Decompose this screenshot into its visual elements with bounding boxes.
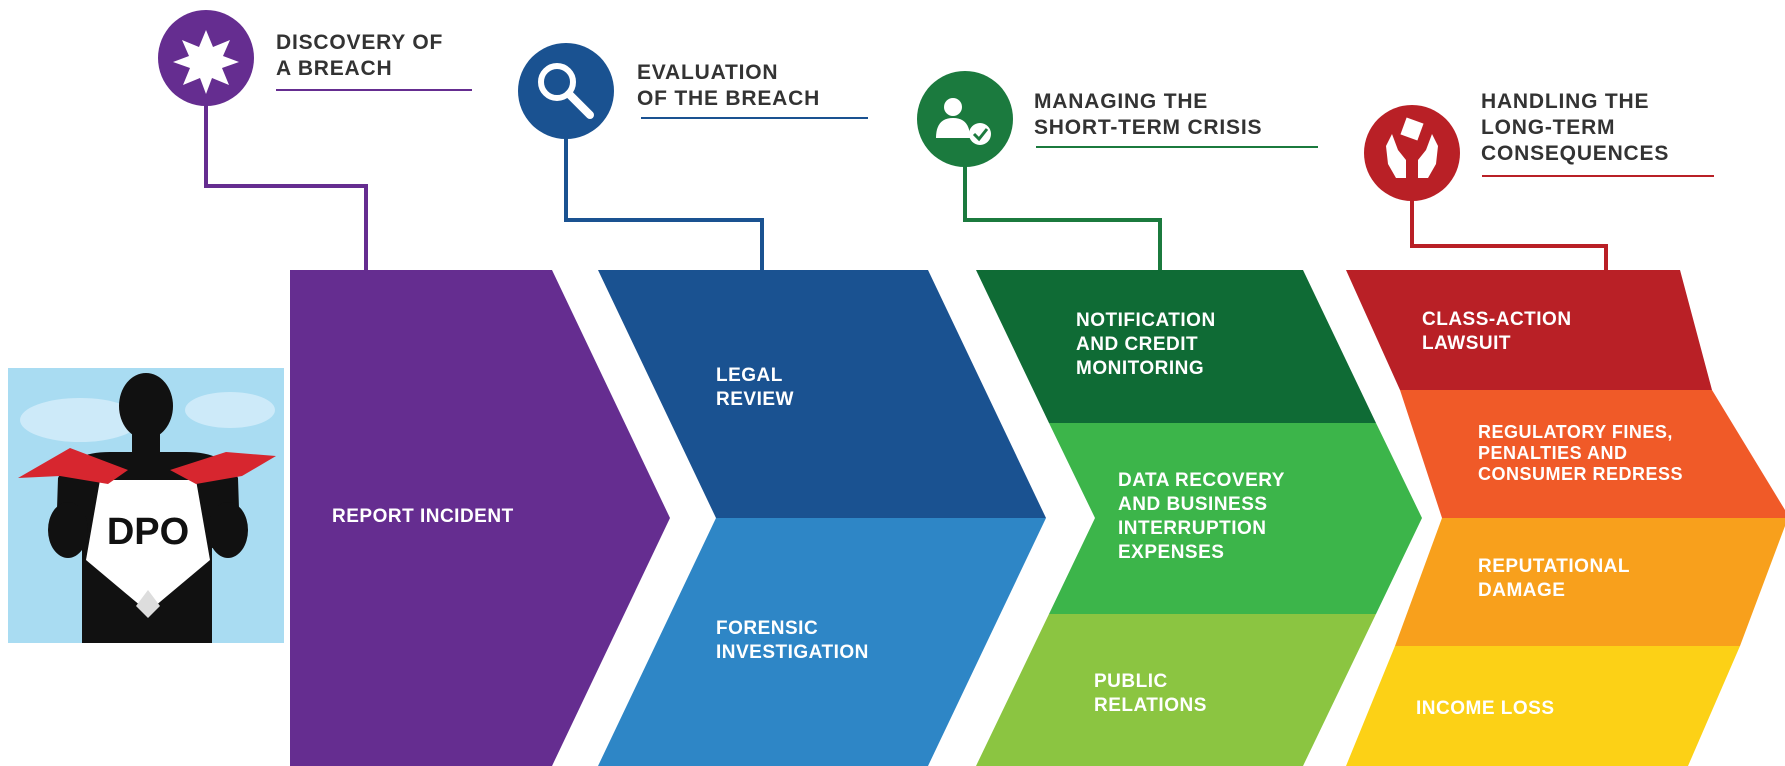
person-check-icon bbox=[936, 98, 991, 145]
block-reputational-line-2: DAMAGE bbox=[1478, 580, 1565, 601]
long-term-title-line-1: HANDLING THE bbox=[1481, 90, 1649, 113]
discovery-title: DISCOVERY OF A BREACH bbox=[276, 31, 450, 80]
block-reputational-line-1: REPUTATIONAL bbox=[1478, 556, 1630, 577]
discovery-title-line-1: DISCOVERY OF bbox=[276, 31, 443, 54]
short-term-icon-circle bbox=[917, 71, 1013, 167]
dpo-illustration: DPO bbox=[8, 368, 284, 643]
long-term-block-2 bbox=[1400, 390, 1785, 518]
evaluation-title: EVALUATION OF THE BREACH bbox=[637, 61, 820, 110]
block-regulatory-fines-line-3: CONSUMER REDRESS bbox=[1478, 464, 1683, 484]
block-data-recovery-line-4: EXPENSES bbox=[1118, 542, 1224, 563]
discovery-connector bbox=[204, 100, 368, 272]
short-term-block-2 bbox=[1049, 423, 1422, 614]
block-income-loss-line-1: INCOME LOSS bbox=[1416, 698, 1555, 719]
long-term-title: HANDLING THE LONG-TERM CONSEQUENCES bbox=[1481, 90, 1669, 165]
long-term-icon-circle bbox=[1364, 105, 1460, 201]
short-term-block-1 bbox=[976, 270, 1376, 423]
block-class-action-label: CLASS-ACTION LAWSUIT bbox=[1422, 309, 1577, 354]
discovery-block bbox=[290, 270, 670, 766]
block-data-recovery-line-2: AND BUSINESS bbox=[1118, 494, 1268, 515]
dpo-label: DPO bbox=[107, 511, 189, 553]
discovery-title-line-2: A BREACH bbox=[276, 57, 392, 80]
block-forensic-line-2: INVESTIGATION bbox=[716, 642, 869, 663]
block-public-relations-line-2: RELATIONS bbox=[1094, 695, 1207, 716]
stage-discovery: DISCOVERY OF A BREACH REPORT INCIDENT bbox=[158, 10, 670, 766]
stage-evaluation: EVALUATION OF THE BREACH LEGAL REVIEW FO… bbox=[518, 43, 1046, 766]
block-income-loss-label: INCOME LOSS bbox=[1416, 698, 1555, 719]
block-reputational-label: REPUTATIONAL DAMAGE bbox=[1478, 556, 1635, 601]
evaluation-title-line-2: OF THE BREACH bbox=[637, 87, 820, 110]
block-legal-review-line-2: REVIEW bbox=[716, 389, 794, 410]
short-term-title-line-2: SHORT-TERM CRISIS bbox=[1034, 116, 1262, 139]
block-notification-label: NOTIFICATION AND CREDIT MONITORING bbox=[1076, 310, 1221, 379]
block-data-recovery-line-1: DATA RECOVERY bbox=[1118, 470, 1285, 491]
block-public-relations-line-1: PUBLIC bbox=[1094, 671, 1168, 692]
block-notification-line-3: MONITORING bbox=[1076, 358, 1204, 379]
long-term-block-3 bbox=[1395, 518, 1785, 646]
dpo-tie bbox=[18, 448, 128, 484]
evaluation-title-line-1: EVALUATION bbox=[637, 61, 778, 84]
block-report-incident-label: REPORT INCIDENT bbox=[332, 506, 514, 527]
block-regulatory-fines-line-2: PENALTIES AND bbox=[1478, 443, 1628, 463]
block-data-recovery-line-3: INTERRUPTION bbox=[1118, 518, 1267, 539]
block-legal-review-label: LEGAL REVIEW bbox=[716, 365, 794, 410]
dpo-head bbox=[119, 373, 173, 439]
long-term-block-4 bbox=[1346, 646, 1740, 766]
block-class-action-line-1: CLASS-ACTION bbox=[1422, 309, 1572, 330]
block-data-recovery-label: DATA RECOVERY AND BUSINESS INTERRUPTION … bbox=[1118, 470, 1290, 563]
short-term-title: MANAGING THE SHORT-TERM CRISIS bbox=[1034, 90, 1262, 139]
evaluation-icon-circle bbox=[518, 43, 614, 139]
hands-box-icon bbox=[1386, 117, 1438, 178]
block-report-incident-line-1: REPORT INCIDENT bbox=[332, 506, 514, 527]
stage-long-term: HANDLING THE LONG-TERM CONSEQUENCES CLAS… bbox=[1346, 90, 1785, 766]
long-term-title-line-3: CONSEQUENCES bbox=[1481, 142, 1669, 165]
short-term-connector bbox=[963, 162, 1162, 272]
block-notification-line-1: NOTIFICATION bbox=[1076, 310, 1216, 331]
block-notification-line-2: AND CREDIT bbox=[1076, 334, 1198, 355]
block-public-relations-label: PUBLIC RELATIONS bbox=[1094, 671, 1207, 716]
long-term-connector bbox=[1410, 196, 1608, 272]
short-term-title-line-1: MANAGING THE bbox=[1034, 90, 1208, 113]
block-forensic-line-1: FORENSIC bbox=[716, 618, 818, 639]
stage-short-term: MANAGING THE SHORT-TERM CRISIS NOTIFICAT… bbox=[917, 71, 1422, 766]
block-forensic-label: FORENSIC INVESTIGATION bbox=[716, 618, 869, 663]
dpo-chest bbox=[86, 480, 210, 612]
evaluation-connector bbox=[564, 134, 764, 272]
block-regulatory-fines-line-1: REGULATORY FINES, bbox=[1478, 422, 1673, 442]
short-term-block-3 bbox=[976, 614, 1376, 766]
starburst-icon bbox=[173, 30, 239, 94]
long-term-block-1 bbox=[1346, 270, 1712, 390]
magnifier-icon bbox=[538, 63, 594, 119]
block-regulatory-fines-label: REGULATORY FINES, PENALTIES AND CONSUMER… bbox=[1478, 422, 1683, 484]
evaluation-block-top bbox=[598, 270, 1046, 518]
block-class-action-line-2: LAWSUIT bbox=[1422, 333, 1511, 354]
block-legal-review-line-1: LEGAL bbox=[716, 365, 783, 386]
long-term-title-line-2: LONG-TERM bbox=[1481, 116, 1615, 139]
evaluation-block-bottom bbox=[598, 518, 1046, 766]
